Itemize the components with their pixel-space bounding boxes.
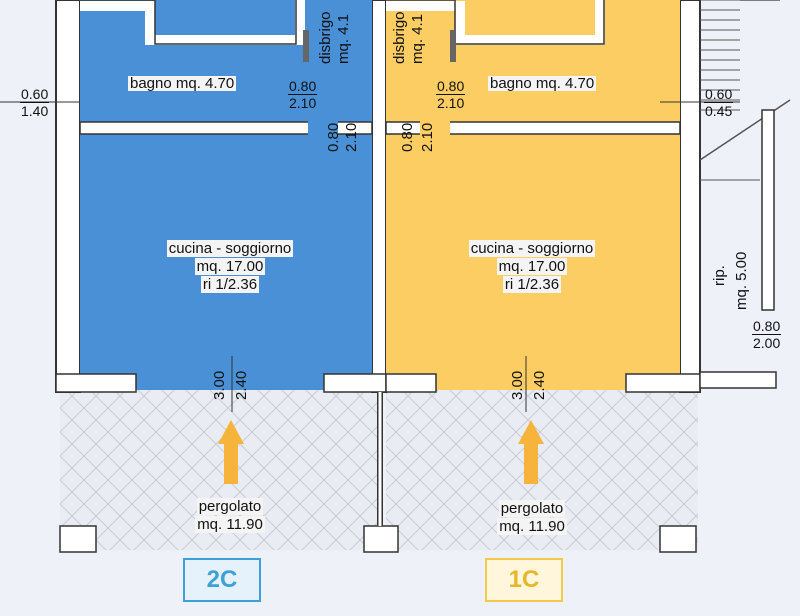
wall-disimpegno-2c-outline: [80, 0, 297, 45]
window-1c-h: 3.00: [509, 370, 526, 400]
disimpegno-2c-label: disbrigo: [317, 11, 334, 64]
door-gap-1c: [420, 121, 450, 135]
front-wall-2c-left: [55, 373, 137, 393]
door-gap-2c: [308, 121, 338, 135]
stair-edge: [699, 0, 791, 161]
post-left: [59, 525, 97, 553]
wall-bagno-cucina-1c: [385, 121, 681, 135]
party-wall: [371, 0, 387, 393]
pergolato-2c-label: pergolato mq. 11.90: [195, 498, 265, 533]
post-right: [659, 525, 697, 553]
bagno-2c-label: bagno mq. 4.70: [128, 75, 237, 92]
door-cucina-1c-h: 2.10: [419, 122, 436, 152]
disimpegno-1c-label: disbrigo: [391, 11, 408, 64]
arrow-1c-icon: [518, 420, 544, 484]
window-2c-w: 2.40: [233, 370, 250, 400]
disimpegno-2c-area: mq. 4.1: [335, 13, 352, 64]
ripostiglio-area: mq. 5.00: [733, 251, 750, 310]
ripostiglio-wall: [761, 109, 775, 311]
bagno-1c-label: bagno mq. 4.70: [488, 75, 597, 92]
door-cucina-1c-w: 0.80: [399, 122, 416, 152]
ripostiglio-label: rip.: [711, 265, 728, 286]
front-wall-2c-right: [323, 373, 387, 393]
outer-wall-right: [679, 0, 701, 393]
unit-tag-2c: 2C: [183, 558, 261, 602]
door-cucina-2c-w: 0.80: [325, 122, 342, 152]
pergolato-1c-label: pergolato mq. 11.90: [497, 500, 567, 535]
front-wall-1c-left: [385, 373, 437, 393]
door-disimpegno-1c: [450, 30, 456, 62]
unit-tag-1c: 1C: [485, 558, 563, 602]
cucina-1c-label: cucina - soggiorno mq. 17.00 ri 1/2.36: [468, 240, 596, 293]
front-wall-1c-right: [625, 373, 701, 393]
wall-disimpegno-2c: [80, 0, 305, 45]
wall-disimpegno-1c: [386, 0, 605, 45]
window-2c-h: 3.00: [211, 370, 228, 400]
wall-bagno-cucina-2c: [79, 121, 373, 135]
ripostiglio-front: [699, 371, 777, 389]
door-cucina-2c-h: 2.10: [343, 122, 360, 152]
post-middle: [363, 525, 399, 553]
door-disimpegno-2c: [303, 30, 309, 62]
cucina-2c-label: cucina - soggiorno mq. 17.00 ri 1/2.36: [166, 240, 294, 293]
window-1c-w: 2.40: [531, 370, 548, 400]
outer-wall-left: [55, 0, 81, 393]
staircase: [700, 0, 740, 111]
disimpegno-1c-area: mq. 4.1: [409, 13, 426, 64]
arrow-2c-icon: [218, 420, 244, 484]
